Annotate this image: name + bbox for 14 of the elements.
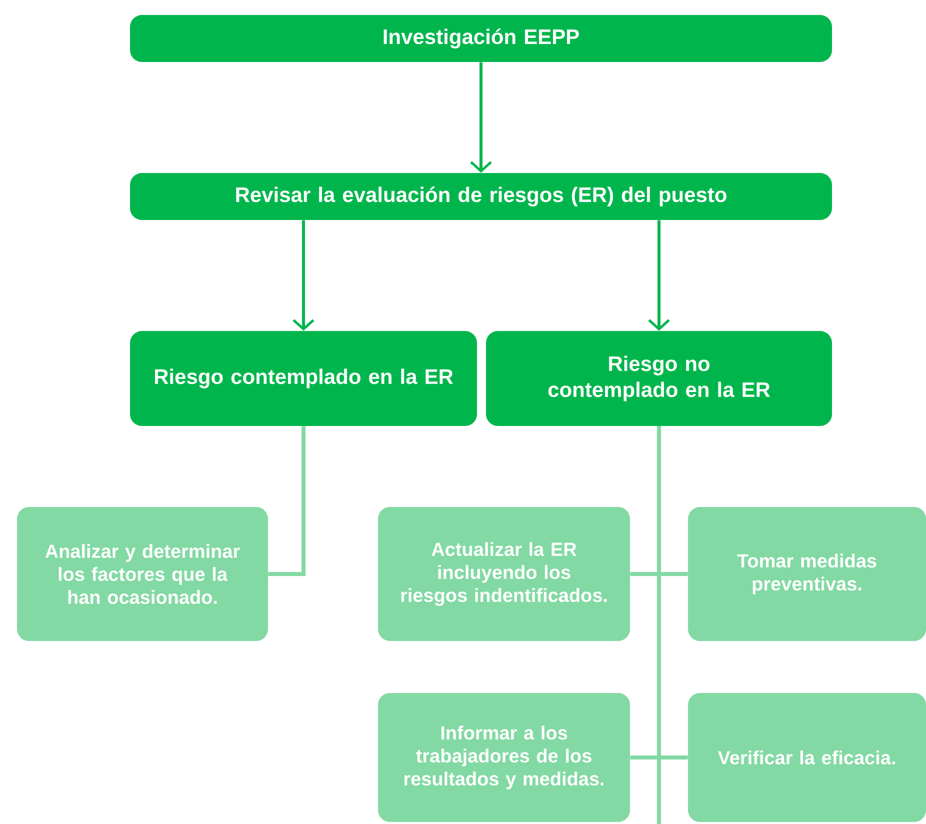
action-box: Verificar la eficacia.: [688, 693, 926, 822]
action-box: Tomar medidas preventivas.: [688, 507, 926, 641]
branch-box: Riesgo no contemplado en la ER: [486, 331, 832, 426]
connector: [292, 220, 314, 331]
action-box: Informar a los trabajadores de los resultados y medidas.: [378, 693, 630, 822]
title-box: Investigación EEPP: [130, 15, 832, 62]
connector: [470, 62, 492, 173]
connector: [268, 426, 306, 576]
connector: [657, 426, 688, 760]
action-box: Actualizar la ER incluyendo los riesgos indentificados.: [378, 507, 630, 641]
process-box: Revisar la evaluación de riesgos (ER) del puesto: [130, 173, 832, 220]
branch-box: Riesgo contemplado en la ER: [130, 331, 477, 426]
connector: [648, 220, 670, 331]
action-box: Analizar y determinar los factores que la han ocasionado.: [17, 507, 268, 641]
